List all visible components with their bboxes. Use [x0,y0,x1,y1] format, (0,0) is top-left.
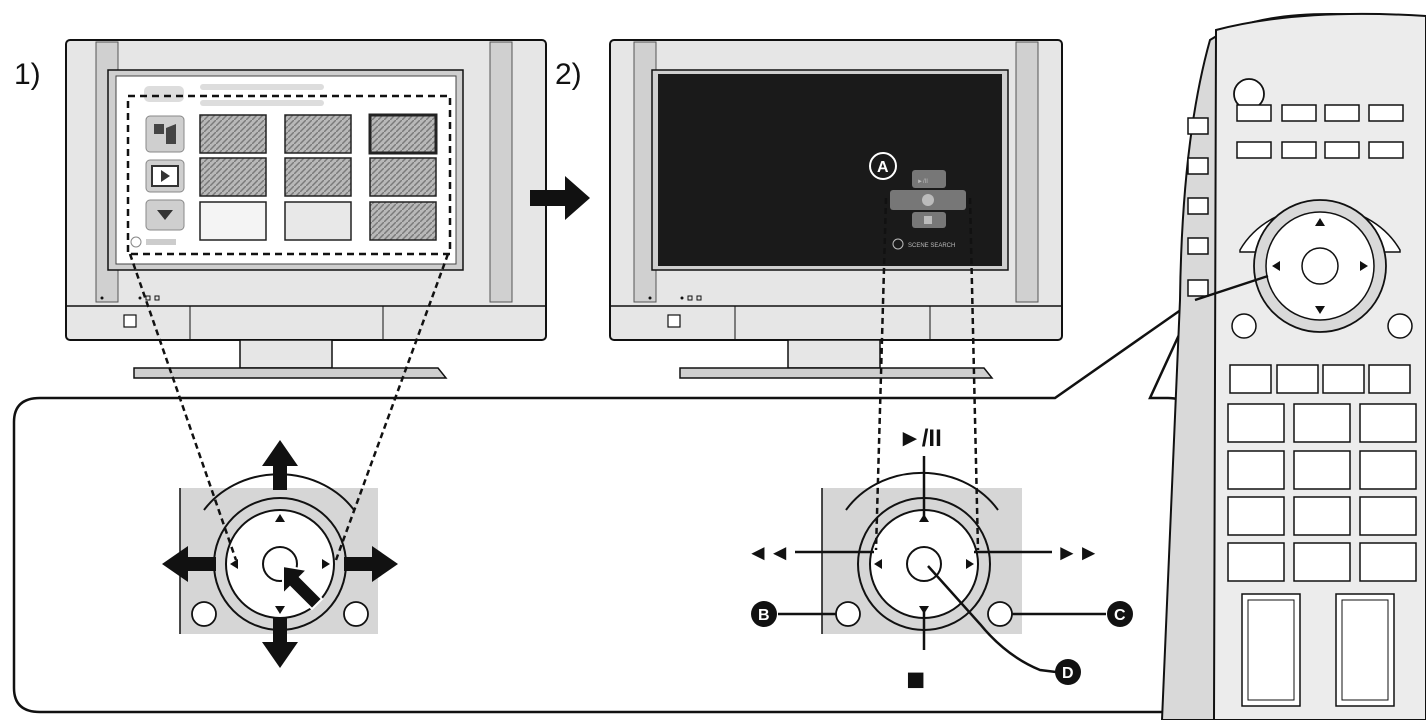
tv-2-black-screen [658,74,1002,266]
zoom-line-tv2-right [968,197,980,551]
zoom-line-tv2-left [874,197,888,551]
video-mode-icon [145,115,185,153]
svg-text:C: C [1114,607,1126,624]
osd-play-pause-label: ►/II [917,179,928,185]
nav-arrow-right-icon [344,546,398,582]
tv-2 [609,39,1063,379]
rewind-label: ◄◄ [747,540,791,565]
callout-d-badge: D [1055,659,1081,685]
step-2-label: 2) [555,58,582,91]
play-pause-label: ►/II [898,425,942,452]
stop-label: ■ [906,661,925,697]
playback-control-zoom [821,471,1022,634]
nav-arrow-down-icon [262,618,298,668]
nav-arrow-left-icon [162,546,216,582]
callout-b-badge: B [751,601,777,627]
svg-text:A: A [877,159,889,176]
tv-2-power-icon [667,314,681,328]
tv-1-power-icon [123,314,137,328]
remote-callout-pointer [1194,274,1269,302]
tv-1-menu-screen [126,84,452,256]
callout-d-leader [927,565,1057,674]
next-step-arrow-icon [530,176,590,220]
nav-arrow-up-icon [262,440,298,490]
callout-c-badge: C [1107,601,1133,627]
callout-a-badge: A [869,152,897,180]
nav-control-zoom [179,473,378,634]
step-1-label: 1) [14,58,41,91]
cursor-pointer-icon [282,564,324,611]
zoom-line-right [334,253,450,561]
tv-2-osd-controls: ►/II SCENE SEARCH [890,170,966,250]
tv-1-selection-box [126,94,452,256]
zoom-line-left [128,253,238,561]
svg-text:B: B [758,607,770,624]
thumbnail-grid [199,113,438,241]
svg-text:D: D [1062,665,1074,682]
remote-control [1160,12,1426,720]
fast-forward-label: ►► [1056,540,1100,565]
remote-ok-button [1301,247,1339,285]
osd-scene-search-label: SCENE SEARCH [908,243,955,249]
